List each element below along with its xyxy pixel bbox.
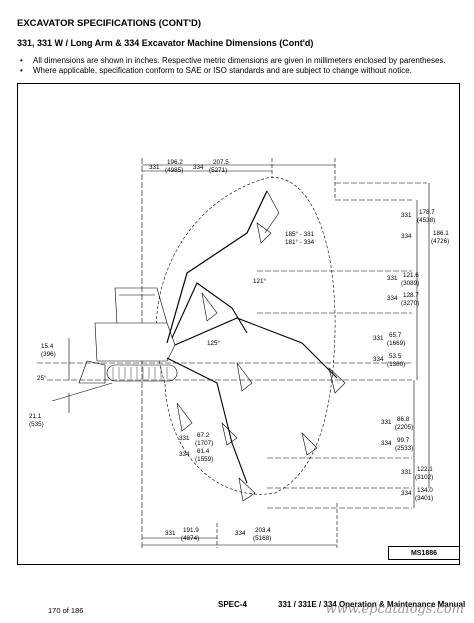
- page-number: 170 of 186: [48, 606, 84, 615]
- dim-label: 334: [387, 295, 398, 302]
- section-subtitle: 331, 331 W / Long Arm & 334 Excavator Ma…: [17, 38, 314, 48]
- dim-metric: (1669): [387, 340, 405, 347]
- dim-metric: (3089): [401, 280, 419, 287]
- track-assembly: [106, 364, 178, 382]
- dim-metric: (1360): [387, 361, 405, 368]
- dim-metric: (396): [41, 351, 56, 358]
- note-item: Where applicable, specification conform …: [17, 66, 467, 76]
- dim-metric: (2533): [395, 445, 413, 452]
- dim-value: 21.1: [29, 413, 42, 420]
- notes-list: All dimensions are shown in inches. Resp…: [17, 56, 467, 76]
- dim-label: 331: [373, 335, 384, 342]
- dim-label: 334: [381, 440, 392, 447]
- dim-label: 331: [149, 164, 160, 171]
- dim-metric: (3270): [401, 300, 419, 307]
- angle-label: 125°: [207, 339, 221, 347]
- dim-label: 334: [235, 530, 246, 537]
- dim-value: 99.7: [397, 437, 410, 444]
- arm-raised: [264, 190, 280, 234]
- angle-label: 185° - 331: [285, 230, 315, 238]
- bucket-reach: [328, 367, 346, 394]
- excavator-dimension-diagram: 331 196.2 (4985) 334 207.5 (5271) 331 19…: [29, 158, 449, 548]
- boom-reach: [174, 317, 338, 379]
- operator-cab: [114, 287, 168, 324]
- dim-value: 67.2: [197, 432, 210, 439]
- dim-value: 203.4: [255, 527, 271, 534]
- dim-label: 334: [179, 451, 190, 458]
- figure-id-box: MS1886: [388, 546, 460, 560]
- dim-metric: (1707): [195, 440, 213, 447]
- dim-value: 61.4: [197, 448, 210, 455]
- dim-label: 331: [401, 469, 412, 476]
- dim-value: 86.8: [397, 416, 410, 423]
- slope-line: [51, 382, 113, 402]
- dim-metric: (2205): [395, 424, 413, 431]
- dim-metric: (1559): [195, 456, 213, 463]
- dim-label: 331: [387, 275, 398, 282]
- dim-value: 186.1: [433, 230, 449, 237]
- dim-label: 334: [401, 233, 412, 240]
- dim-label: 331: [401, 212, 412, 219]
- dim-value: 196.2: [167, 159, 183, 166]
- dim-metric: (535): [29, 421, 44, 428]
- watermark: www.epcatalogs.com: [325, 602, 464, 617]
- dim-label: 334: [193, 164, 204, 171]
- dim-value: 65.7: [389, 332, 402, 339]
- dim-value: 207.5: [213, 159, 229, 166]
- figure-frame: [17, 83, 460, 565]
- boom-raised: [166, 190, 268, 344]
- upper-structure: [94, 322, 176, 362]
- dim-label: 334: [373, 356, 384, 363]
- dim-value: 121.6: [403, 272, 419, 279]
- note-item: All dimensions are shown in inches. Resp…: [17, 56, 467, 66]
- dim-label: 334: [401, 490, 412, 497]
- dim-value: 128.7: [403, 292, 419, 299]
- dim-metric: (4985): [165, 167, 183, 174]
- boom-dig: [166, 357, 248, 484]
- dim-value: 134.0: [417, 487, 433, 494]
- dozer-blade: [78, 360, 106, 384]
- dim-label: 331: [381, 419, 392, 426]
- dim-metric: (3401): [415, 495, 433, 502]
- right-dimension-group: 331 178.7 (4538) 334 186.1 (4726) 331 12…: [373, 209, 449, 502]
- dim-label: 331: [165, 530, 176, 537]
- working-envelope: [155, 177, 336, 495]
- dim-metric: (4874): [181, 535, 199, 542]
- dim-metric: (5271): [209, 167, 227, 174]
- dim-value: 191.9: [183, 527, 199, 534]
- dim-value: 178.7: [419, 209, 435, 216]
- dim-value: 53.5: [389, 353, 402, 360]
- angle-label: 25°: [37, 374, 47, 382]
- bucket-dig: [238, 477, 256, 502]
- spec-label: SPEC-4: [218, 600, 247, 609]
- dim-metric: (3102): [415, 474, 433, 481]
- angle-label: 181° - 334: [285, 238, 315, 246]
- bucket-raised: [256, 222, 272, 244]
- dim-value: 15.4: [41, 343, 54, 350]
- dim-metric: (4538): [417, 217, 435, 224]
- angle-label: 121°: [253, 277, 267, 285]
- manual-title: 331 / 331E / 334 Operation & Maintenance…: [278, 600, 466, 609]
- dim-metric: (4726): [431, 238, 449, 245]
- dim-metric: (5168): [253, 535, 271, 542]
- page-title: EXCAVATOR SPECIFICATIONS (CONT'D): [17, 18, 201, 29]
- dim-value: 122.1: [417, 466, 433, 473]
- dim-label: 331: [179, 435, 190, 442]
